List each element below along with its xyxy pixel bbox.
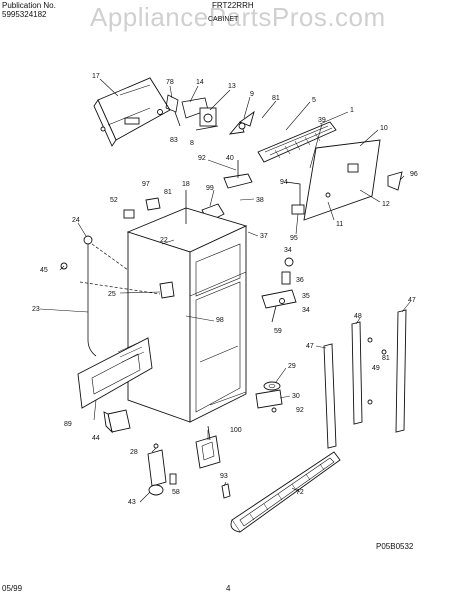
part-25-clip: [159, 281, 175, 299]
label-29: 29: [288, 363, 296, 370]
leader-lines: [39, 78, 411, 503]
label-100: 100: [230, 427, 242, 434]
part-72-toe-grille: [230, 451, 341, 533]
part-30-hinge: [255, 389, 283, 409]
part-49-screw: [367, 337, 373, 343]
label-25: 25: [108, 291, 116, 298]
part-47-trim-right: [395, 309, 407, 433]
label-40: 40: [226, 155, 234, 162]
part-95-block: [291, 204, 305, 215]
label-9: 9: [250, 91, 254, 98]
label-23: 23: [32, 306, 40, 313]
label-10: 10: [380, 125, 388, 132]
label-11: 11: [336, 221, 343, 228]
part-1-evaporator-cover: [257, 121, 337, 163]
part-23-drain-tube: [83, 235, 97, 357]
label-78: 78: [166, 79, 174, 86]
part-94-bracket: [285, 181, 301, 208]
label-17: 17: [92, 73, 100, 80]
label-1: 1: [350, 107, 354, 114]
part-47-trim-mid: [323, 343, 337, 449]
label-47-b: 47: [306, 343, 314, 350]
part-10-back-panel: [303, 139, 381, 221]
part-43-roller: [147, 443, 167, 496]
label-59: 59: [274, 328, 282, 335]
label-37: 37: [260, 233, 268, 240]
label-12: 12: [382, 201, 390, 208]
model-number: FRT22RRH: [212, 1, 254, 10]
label-92: 92: [198, 155, 206, 162]
label-22: 22: [160, 237, 168, 244]
part-89-grille: [77, 337, 153, 409]
label-24: 24: [72, 217, 80, 224]
label-35: 35: [302, 293, 310, 300]
label-72: 72: [296, 489, 304, 496]
part-44-block: [103, 409, 131, 434]
label-43: 43: [128, 499, 136, 506]
label-92-b: 92: [296, 407, 304, 414]
label-49: 49: [372, 365, 380, 372]
footer-date: 05/99: [2, 584, 23, 593]
label-96: 96: [410, 171, 418, 178]
part-52-hinge: [123, 209, 135, 219]
part-48-trim-left: [351, 321, 363, 425]
label-8: 8: [190, 140, 194, 147]
part-100-leveler: [195, 425, 221, 469]
part-36-spacer: [281, 271, 291, 285]
label-14: 14: [196, 79, 204, 86]
label-48: 48: [354, 313, 362, 320]
label-97: 97: [142, 181, 150, 188]
label-81-b: 81: [164, 189, 172, 196]
part-34-grommet: [284, 257, 294, 267]
label-83: 83: [170, 137, 178, 144]
label-81-c: 81: [382, 355, 390, 362]
drawing-code: P05B0532: [376, 542, 414, 551]
label-18: 18: [182, 181, 190, 188]
part-13-motor: [195, 107, 219, 131]
label-38: 38: [256, 197, 264, 204]
cabinet-body: [126, 207, 248, 423]
part-96-clip: [387, 171, 403, 191]
callout-labels: 17 78 14 13 9 81 5 83 8 1 39 10 92 40 18…: [32, 73, 418, 506]
label-28: 28: [130, 449, 138, 456]
label-99: 99: [206, 185, 214, 192]
part-58-screw: [169, 473, 177, 485]
part-35-hinge: [261, 289, 297, 309]
part-9-fan: [228, 110, 255, 135]
label-34: 34: [284, 247, 292, 254]
publication-number: 5995324182: [2, 10, 47, 19]
label-30: 30: [292, 393, 300, 400]
watermark: AppliancePartsPros.com: [90, 2, 386, 32]
section-title: CABINET: [208, 16, 239, 23]
label-52: 52: [110, 197, 118, 204]
part-78-bracket: [165, 94, 181, 127]
label-95: 95: [290, 235, 298, 242]
part-92-screw: [271, 407, 277, 413]
publication-label: Publication No.: [2, 1, 56, 10]
label-58: 58: [172, 489, 180, 496]
part-97-bracket: [145, 197, 161, 211]
label-47: 47: [408, 297, 416, 304]
label-36: 36: [296, 277, 304, 284]
label-13: 13: [228, 83, 236, 90]
part-17-panel: [93, 77, 171, 147]
part-93-clip: [221, 483, 231, 499]
label-44: 44: [92, 435, 100, 442]
label-81: 81: [272, 95, 280, 102]
label-94: 94: [280, 179, 288, 186]
label-89: 89: [64, 421, 72, 428]
label-34-b: 34: [302, 307, 310, 314]
footer-page: 4: [226, 584, 231, 593]
label-45: 45: [40, 267, 48, 274]
label-98: 98: [216, 317, 224, 324]
label-93: 93: [220, 473, 228, 480]
label-39: 39: [318, 117, 326, 124]
part-29-bushing: [263, 381, 281, 391]
part-40-tray: [223, 160, 253, 189]
label-5: 5: [312, 97, 316, 104]
